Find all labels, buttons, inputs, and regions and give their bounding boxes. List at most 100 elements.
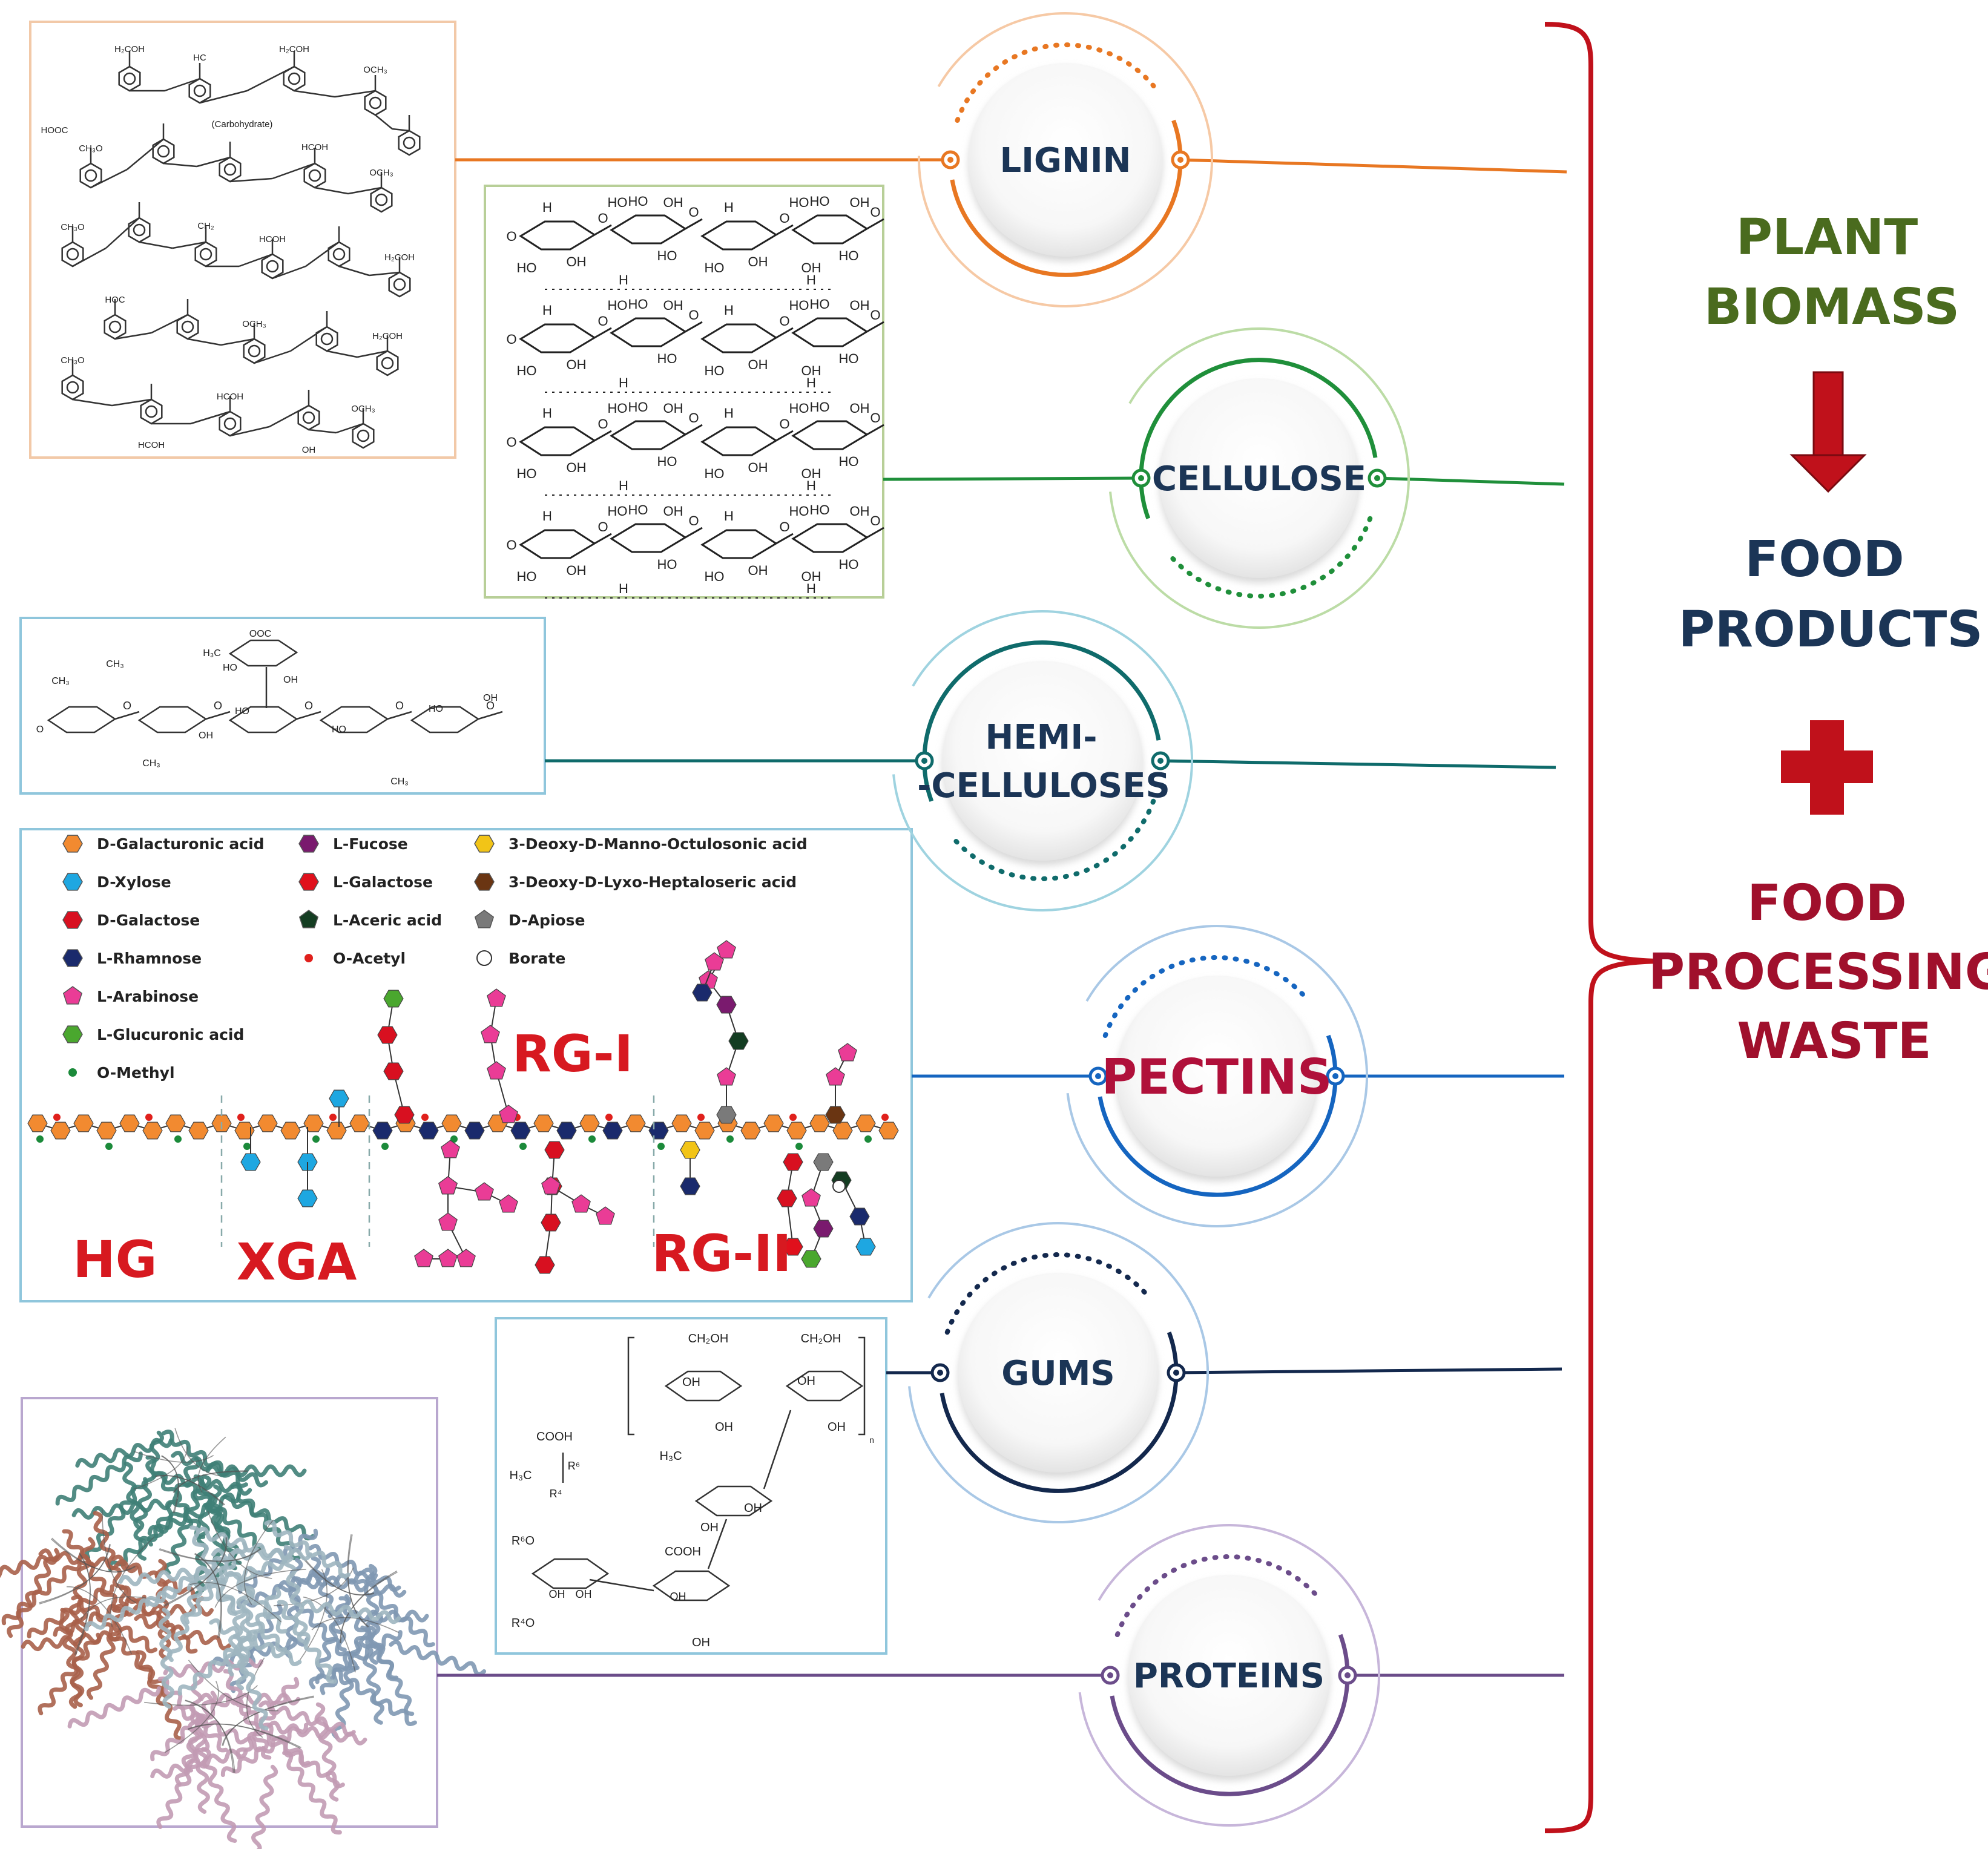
legend-label: 3-Deoxy-D-Lyxo-Heptaloseric acid (509, 873, 797, 891)
legend-label: L-Glucuronic acid (97, 1026, 244, 1043)
chem-label: O (870, 410, 880, 425)
chem-label: HO (628, 297, 648, 312)
right-panel: PLANT BIOMASS FOOD PRODUCTS FOOD PROCESS… (1648, 209, 1988, 1070)
chem-label: HCOH (217, 392, 243, 402)
chem-label: O (779, 314, 789, 329)
chem-label: HO (810, 502, 830, 517)
chem-label: O (870, 307, 880, 323)
chem-label: HO (657, 351, 677, 366)
chem-label: OH (576, 1588, 592, 1600)
monosaccharide-unit (680, 1177, 700, 1195)
node-label: PROTEINS (1133, 1657, 1325, 1696)
chem-label: H (542, 303, 552, 318)
monosaccharide-unit (280, 1122, 301, 1140)
node-label: CELLULOSE (1152, 459, 1366, 499)
chem-label: O (870, 205, 880, 220)
monosaccharide-unit (535, 1256, 555, 1274)
chem-label: H₃C (203, 648, 221, 658)
chem-label: OH (797, 1374, 815, 1388)
legend-swatch (476, 950, 492, 966)
chem-label: R⁶O (512, 1534, 535, 1548)
legend-swatch (62, 911, 83, 929)
chem-label: H (724, 406, 734, 421)
chem-label: O (779, 416, 789, 432)
node-gums: GUMS (886, 1222, 1562, 1524)
legend-label: D-Galacturonic acid (97, 835, 265, 853)
legend-label: L-Rhamnose (97, 950, 202, 967)
monosaccharide-unit (481, 1025, 500, 1043)
food-waste-label-line1: FOOD (1747, 875, 1907, 932)
chem-label: OH (302, 445, 316, 455)
protein-domain (67, 1657, 367, 1849)
chem-label: O (36, 724, 44, 735)
chem-label: OCH₃ (351, 404, 375, 414)
food-waste-label-line3: WASTE (1737, 1013, 1931, 1070)
chem-label: H₂COH (114, 44, 145, 54)
chem-label: CH₂OH (801, 1332, 841, 1345)
monosaccharide-unit (849, 1207, 870, 1226)
legend-label: D-Xylose (97, 873, 171, 891)
monosaccharide-unit (717, 1067, 736, 1086)
chem-label: HO (628, 194, 648, 209)
chem-label: OCH₃ (369, 168, 393, 178)
legend-swatch (298, 910, 319, 928)
legend-label: L-Aceric acid (333, 911, 442, 929)
chem-label: O (395, 700, 404, 712)
chem-label: CH₃O (79, 143, 102, 154)
chem-label: HO (810, 399, 830, 415)
chem-label: OH (801, 466, 821, 481)
chem-label: HO (839, 351, 859, 366)
chem-label: OH (283, 675, 298, 685)
monosaccharide-unit (692, 984, 713, 1002)
chem-label: HO (517, 466, 537, 481)
monosaccharide-unit (694, 1122, 715, 1140)
monosaccharide-unit (855, 1238, 876, 1256)
chem-label: H (619, 272, 628, 287)
substituent-dot (519, 1143, 527, 1150)
chem-label: OOC (249, 629, 271, 639)
chem-label: H₂COH (384, 252, 415, 263)
legend-swatch (62, 1025, 83, 1043)
monosaccharide-unit (544, 1141, 565, 1159)
chem-label: OH (567, 563, 587, 578)
chem-label: OH (483, 693, 498, 703)
chem-label: OH (567, 357, 587, 372)
monosaccharide-unit (27, 1114, 48, 1132)
chem-label: HO (839, 557, 859, 572)
monosaccharide-unit (418, 1122, 439, 1140)
chem-label: H₂COH (279, 44, 309, 54)
chem-label: OH (663, 504, 683, 519)
chem-label: OH (850, 504, 870, 519)
chem-label: O (506, 332, 516, 347)
chem-label: O (597, 314, 608, 329)
connector-line (1180, 158, 1567, 174)
legend-swatch (474, 910, 495, 928)
chem-label: HO (223, 663, 237, 673)
monosaccharide-unit (813, 1153, 834, 1171)
monosaccharide-unit (671, 1114, 692, 1132)
chem-label: OCH₃ (242, 319, 266, 329)
chem-label: HO (608, 195, 628, 210)
substituent-dot (145, 1114, 153, 1121)
chem-label: H (619, 478, 628, 493)
monosaccharide-unit (786, 1122, 807, 1140)
monosaccharide-unit (579, 1114, 600, 1132)
chem-label: O (688, 205, 699, 220)
chem-label: R⁴O (512, 1617, 535, 1630)
chem-label: O (688, 307, 699, 323)
down-arrow-icon (1789, 371, 1867, 493)
monosaccharide-unit (73, 1114, 94, 1132)
protein-domain (84, 1511, 401, 1731)
chem-label: OH (663, 298, 683, 313)
monosaccharide-unit (377, 1026, 398, 1044)
chem-label: (Carbohydrate) (212, 119, 273, 130)
chem-label: COOH (665, 1545, 701, 1558)
substituent-dot (53, 1114, 61, 1121)
food-waste-label-line2: PROCESSING (1648, 944, 1988, 1001)
substituent-dot (864, 1135, 872, 1143)
chem-label: OH (670, 1591, 686, 1603)
chem-label: O (688, 410, 699, 425)
